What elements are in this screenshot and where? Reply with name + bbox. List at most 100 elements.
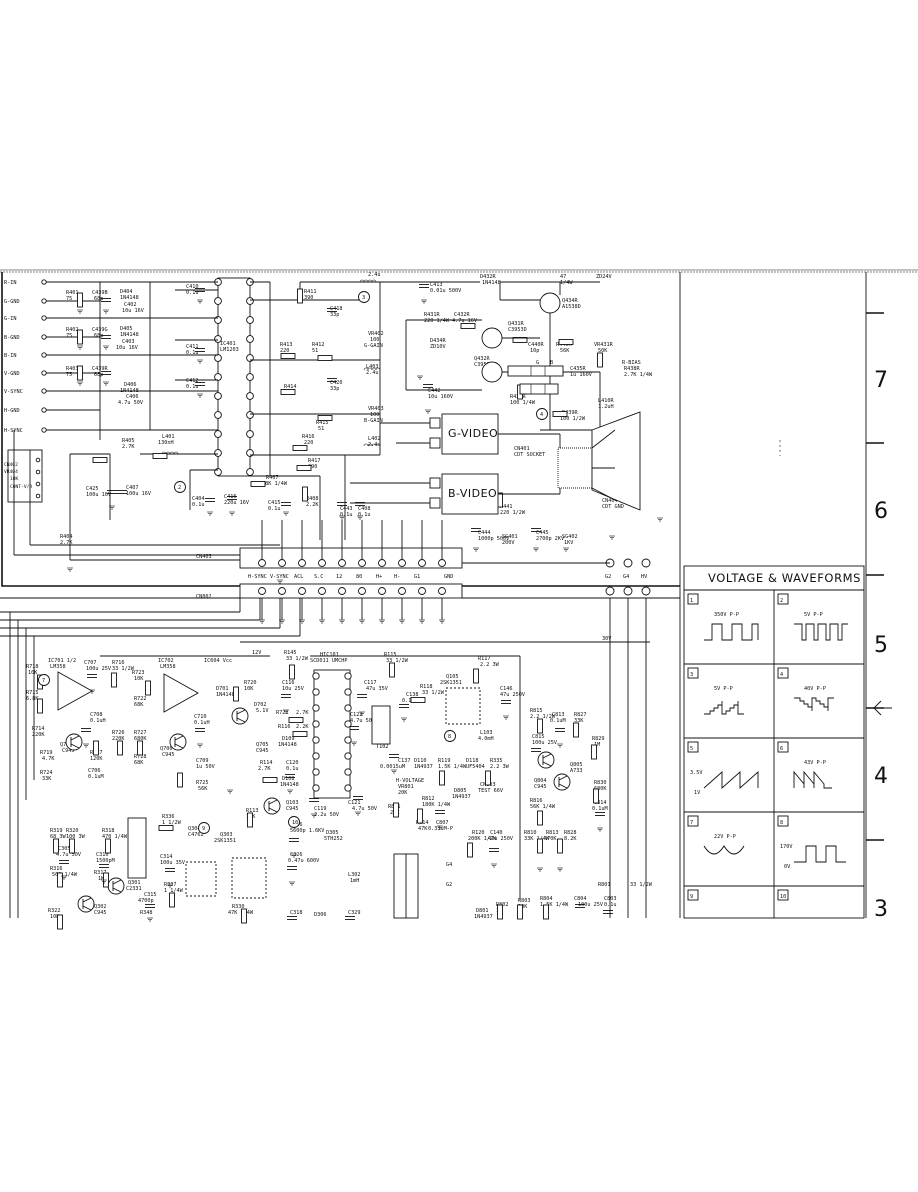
callout-marker: 8	[444, 730, 456, 742]
label-r336: R336	[162, 814, 175, 820]
label-r812v: 180K 1/4W	[422, 802, 451, 808]
label-l401v: 130nH	[158, 440, 174, 446]
q105-box	[445, 687, 481, 725]
ground-symbol	[77, 309, 83, 314]
label-table_b: B	[550, 360, 553, 366]
waveform-trace	[704, 623, 759, 641]
label-r829v: 1M	[594, 742, 600, 748]
waveform-number-box	[687, 815, 699, 827]
label-r337v: 1 1/4W	[164, 888, 184, 894]
label-c315: C315	[144, 892, 157, 898]
label-q434r: Q434R	[562, 298, 578, 304]
label-c411v: 0.1u	[186, 350, 199, 356]
capacitor-symbol	[471, 528, 481, 532]
label-r827v: 33K	[574, 718, 584, 724]
resistor-symbol	[537, 838, 543, 854]
label-q304v: C4762	[188, 832, 204, 838]
hic101-pin	[312, 704, 320, 712]
label-q432r: Q432R	[474, 356, 490, 362]
svg-text:3: 3	[362, 295, 365, 301]
cn403-pin	[338, 559, 346, 567]
label-c406v: 4.7u 50V	[118, 400, 143, 406]
cn403-pin	[418, 559, 426, 567]
resistor-symbol	[497, 904, 503, 920]
hv-terminal-label: G2	[605, 574, 611, 580]
cont-vr-label: CONT-V/R	[10, 484, 32, 490]
label-q105: Q105	[446, 674, 459, 680]
label-c439gv: 68p	[94, 333, 103, 339]
label-d805: D805	[454, 788, 467, 794]
label-q302v: C945	[94, 910, 107, 916]
label-q706v: C945	[162, 752, 175, 758]
waveform-title: VOLTAGE & WAVEFORMS	[708, 571, 861, 585]
cn802-pin	[298, 587, 306, 595]
label-c445v: 2700p 2KV	[536, 536, 564, 542]
hv-terminal-g4	[623, 558, 633, 568]
label-r828: R828	[564, 830, 577, 836]
label-c120: C120	[286, 760, 299, 766]
label-r723v: 10K	[134, 676, 144, 682]
resistor-symbol	[417, 808, 423, 824]
label-r717v: 120K	[90, 756, 103, 762]
ground-symbol	[491, 863, 497, 868]
label-r317v: 1K	[98, 876, 105, 882]
label-c439g: C439G	[92, 327, 108, 333]
resistor-symbol	[573, 722, 579, 738]
label-r812: R812	[422, 796, 435, 802]
ground-symbol	[101, 879, 107, 884]
label-r715: R715	[26, 690, 39, 696]
input-pin	[41, 315, 47, 321]
label-r320: R320	[66, 828, 79, 834]
ground-symbol	[563, 547, 569, 552]
capacitor-symbol	[285, 774, 295, 778]
label-d108: D108	[282, 776, 295, 782]
resistor-symbol	[393, 802, 399, 818]
label-r440r: R440R	[556, 342, 572, 348]
label-q303: Q303	[220, 832, 233, 838]
label-r728v: 68K	[134, 760, 144, 766]
label-r727v: 680K	[134, 736, 147, 742]
label-r439r: R439R	[562, 410, 578, 416]
capacitor-symbol	[117, 490, 127, 494]
label-r317: R317	[94, 870, 107, 876]
label-q105v: 2SK1351	[440, 680, 462, 686]
label-l103: L103	[480, 730, 493, 736]
label-c710: C710	[194, 714, 207, 720]
resistor-symbol	[597, 352, 603, 368]
ground-symbol	[597, 827, 603, 832]
label-c439r: C439R	[92, 366, 108, 372]
capacitor-symbol	[195, 382, 205, 386]
resistor-symbol	[241, 908, 247, 924]
capacitor-symbol	[281, 694, 291, 698]
ground-symbol	[197, 743, 203, 748]
ground-symbol	[357, 515, 363, 520]
ground-symbol	[77, 381, 83, 386]
ic401-pin	[214, 297, 222, 305]
label-hvoltage: H-VOLTAGE	[396, 778, 424, 784]
label-c807: C807	[436, 820, 449, 826]
ground-symbol	[421, 299, 427, 304]
label-c432rv: 4.7u 16V	[452, 318, 477, 324]
transistor-symbol	[537, 751, 555, 769]
label-q303v: 2SK1351	[214, 838, 236, 844]
capacitor-symbol	[595, 812, 605, 816]
label-r810: R810	[524, 830, 537, 836]
capacitor-symbol	[419, 284, 429, 288]
ground-symbol	[147, 917, 153, 922]
capacitor-symbol	[165, 868, 175, 872]
label-c814v: 0.1uM	[592, 806, 608, 812]
waveform-number: 6	[780, 746, 783, 752]
input-pin-label: R-IN	[4, 280, 17, 286]
cn403-pin	[358, 559, 366, 567]
ground-symbol	[61, 875, 67, 880]
callout-marker: 9	[198, 822, 210, 834]
label-c138v: 0.1uM	[402, 698, 418, 704]
svg-text:IC401: IC401	[220, 341, 236, 347]
ground-symbol	[351, 741, 357, 746]
cn403-pin-label: S.C	[314, 574, 323, 580]
hv-terminal-hv-lower	[641, 586, 651, 596]
label-c407v: 100u 16V	[126, 491, 151, 497]
label-r815: R815	[530, 708, 543, 714]
